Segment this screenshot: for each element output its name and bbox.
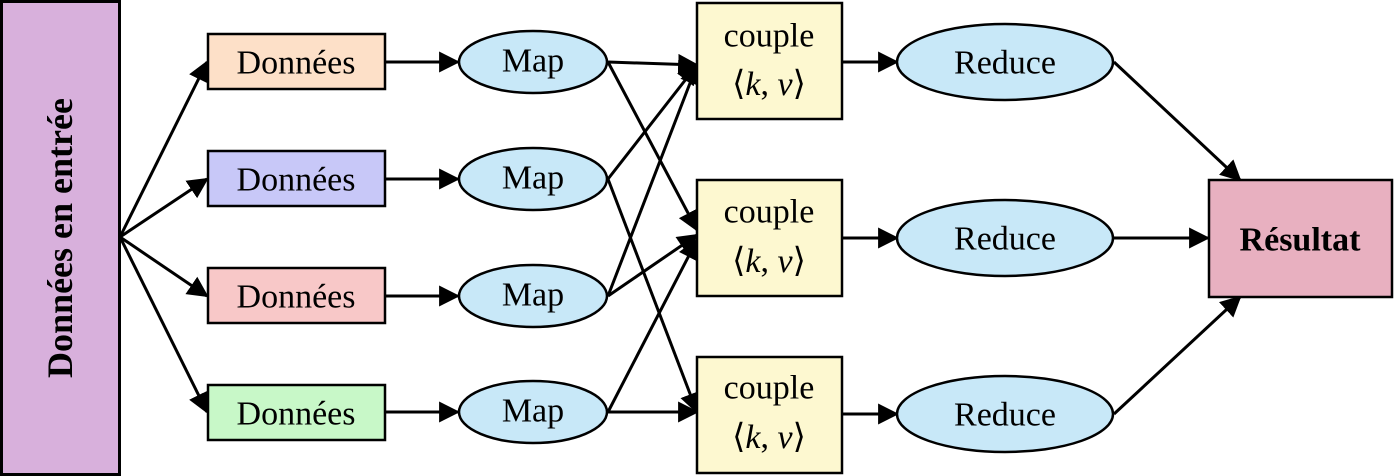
edge-map1-to-couple1 <box>607 53 700 75</box>
data-block-4-label: Données <box>237 396 356 433</box>
map-node-1-shape <box>457 29 609 95</box>
data-block-4-box <box>206 383 387 442</box>
map-node-2-shape <box>457 146 609 212</box>
map-node-2-label: Map <box>502 160 564 197</box>
couple-node-2: couple ⟨k, v⟩ <box>695 178 844 298</box>
couple-node-2-line1: couple <box>724 194 815 231</box>
couple-node-3-pair: ⟨k, v⟩ <box>732 419 806 456</box>
data-block-1-box <box>206 32 387 91</box>
map-node-4: Map <box>457 379 609 445</box>
map-node-1-label: Map <box>502 43 564 80</box>
reduce-node-1: Reduce <box>895 22 1115 102</box>
couple-node-2-box <box>695 178 844 298</box>
couple-node-3: couple ⟨k, v⟩ <box>695 355 844 475</box>
couple-node-3-line1: couple <box>724 370 815 407</box>
edge-input-to-data-3 <box>119 235 209 298</box>
reduce-node-3: Reduce <box>895 374 1115 454</box>
couple-node-1-pair: ⟨k, v⟩ <box>732 66 806 103</box>
edges <box>118 51 1242 425</box>
couple-node-1-box <box>695 1 844 121</box>
input-block-box <box>0 0 121 476</box>
couple-node-1-v: v <box>778 66 794 103</box>
data-block-3-box <box>206 266 387 325</box>
edge-reduce1-to-result <box>1112 60 1242 182</box>
map-node-3-label: Map <box>502 277 564 314</box>
result-block-label: Résultat <box>1240 222 1362 259</box>
edge-reduce3-to-result <box>1112 295 1242 416</box>
reduce-node-2: Reduce <box>895 198 1115 278</box>
map-node-3-shape <box>457 263 609 329</box>
couple-node-3-box <box>695 355 844 475</box>
reduce-node-2-shape <box>895 198 1115 278</box>
reduce-node-1-shape <box>895 22 1115 102</box>
edge-map3-to-couple1 <box>606 63 701 297</box>
couple-node-1: couple ⟨k, v⟩ <box>695 1 844 121</box>
couple-node-1-line1: couple <box>724 18 815 55</box>
input-block: Données en entrée <box>0 0 121 476</box>
data-block-3: Données <box>206 266 387 325</box>
couple-node-3-v: v <box>778 419 794 456</box>
couple-node-2-v: v <box>778 243 794 280</box>
data-block-4: Données <box>206 383 387 442</box>
data-block-2: Données <box>206 149 387 208</box>
edge-input-to-data-1 <box>118 60 209 238</box>
data-block-1: Données <box>206 32 387 91</box>
edge-map1-to-couple2 <box>606 61 699 232</box>
data-block-1-label: Données <box>237 45 356 82</box>
reduce-node-2-label: Reduce <box>954 221 1056 258</box>
edge-input-to-data-4 <box>118 236 209 414</box>
map-node-4-label: Map <box>502 393 564 430</box>
couple-node-1-k: k <box>745 66 761 103</box>
result-block: Résultat <box>1207 178 1394 299</box>
edge-input-to-data-2 <box>119 177 209 239</box>
reduce-node-3-label: Reduce <box>954 397 1056 434</box>
data-block-2-box <box>206 149 387 208</box>
reduce-node-1-label: Reduce <box>954 45 1056 82</box>
edge-map4-to-couple2 <box>606 238 699 413</box>
data-block-3-label: Données <box>237 279 356 316</box>
edge-map2-to-couple3 <box>606 178 701 414</box>
map-node-3: Map <box>457 263 609 329</box>
data-block-2-label: Données <box>237 162 356 199</box>
result-block-box <box>1207 178 1394 299</box>
edge-map2-to-couple1 <box>606 63 699 180</box>
couple-node-2-pair: ⟨k, v⟩ <box>732 243 806 280</box>
input-block-label: Données en entrée <box>40 98 80 378</box>
map-node-2: Map <box>457 146 609 212</box>
map-node-4-shape <box>457 379 609 445</box>
couple-node-2-k: k <box>745 243 761 280</box>
reduce-node-3-shape <box>895 374 1115 454</box>
map-node-1: Map <box>457 29 609 95</box>
couple-node-3-k: k <box>745 419 761 456</box>
